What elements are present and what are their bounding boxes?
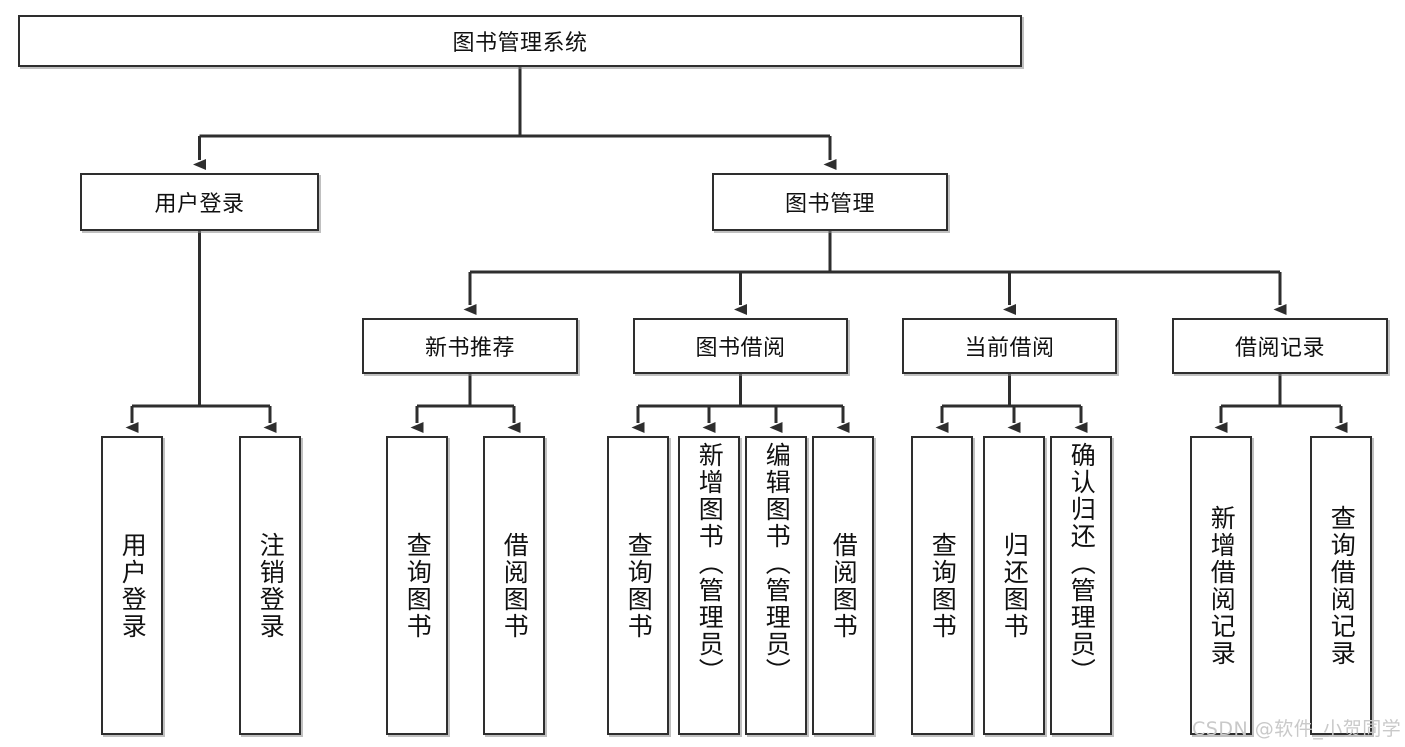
node-label: 借阅记录 — [1234, 336, 1325, 361]
node-leaf-user-logout[interactable]: 注销登录 — [239, 436, 301, 735]
node-borrow-record[interactable]: 借阅记录 — [1172, 318, 1388, 374]
node-label: 新书推荐 — [424, 336, 515, 361]
node-label: 图书借阅 — [695, 336, 786, 361]
node-label: 查询借阅记录 — [1327, 504, 1357, 667]
node-label: 新增图书（管理员） — [695, 442, 725, 685]
node-label: 图书管理系统 — [452, 31, 588, 56]
node-label: 查询图书 — [928, 531, 958, 640]
node-label: 注销登录 — [256, 531, 286, 640]
node-book-manage[interactable]: 图书管理 — [712, 173, 948, 231]
node-label: 借阅图书 — [829, 531, 859, 640]
node-label: 归还图书 — [1000, 531, 1030, 640]
node-leaf-bb-query[interactable]: 查询图书 — [607, 436, 669, 735]
node-label: 查询图书 — [403, 531, 433, 640]
node-root[interactable]: 图书管理系统 — [18, 15, 1022, 67]
node-leaf-br-query[interactable]: 查询借阅记录 — [1310, 436, 1372, 735]
node-label: 用户登录 — [154, 192, 245, 217]
node-leaf-bb-add[interactable]: 新增图书（管理员） — [678, 436, 740, 735]
node-new-book-rec[interactable]: 新书推荐 — [362, 318, 578, 374]
node-label: 编辑图书（管理员） — [762, 442, 792, 685]
node-leaf-rec-query[interactable]: 查询图书 — [386, 436, 448, 735]
node-label: 查询图书 — [624, 531, 654, 640]
node-leaf-cb-confirm[interactable]: 确认归还（管理员） — [1050, 436, 1112, 735]
node-leaf-bb-edit[interactable]: 编辑图书（管理员） — [745, 436, 807, 735]
csdn-watermark: CSDN @软件_小贺同学 — [1192, 718, 1402, 740]
node-leaf-bb-borrow[interactable]: 借阅图书 — [812, 436, 874, 735]
node-label: 借阅图书 — [500, 531, 530, 640]
node-label: 新增借阅记录 — [1207, 504, 1237, 667]
node-leaf-cb-query[interactable]: 查询图书 — [911, 436, 973, 735]
node-leaf-cb-return[interactable]: 归还图书 — [983, 436, 1045, 735]
node-leaf-br-add[interactable]: 新增借阅记录 — [1190, 436, 1252, 735]
node-leaf-user-login[interactable]: 用户登录 — [101, 436, 163, 735]
node-book-borrow[interactable]: 图书借阅 — [633, 318, 848, 374]
node-user-login[interactable]: 用户登录 — [80, 173, 319, 231]
node-leaf-rec-borrow[interactable]: 借阅图书 — [483, 436, 545, 735]
node-label: 确认归还（管理员） — [1067, 442, 1097, 685]
node-current-borrow[interactable]: 当前借阅 — [902, 318, 1117, 374]
node-label: 当前借阅 — [964, 336, 1055, 361]
node-label: 用户登录 — [118, 531, 148, 640]
node-label: 图书管理 — [784, 192, 875, 217]
